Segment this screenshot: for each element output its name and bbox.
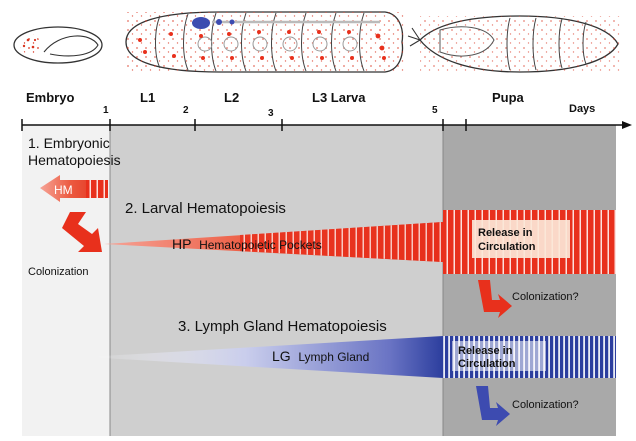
days-label: Days — [569, 103, 595, 115]
stage-l1-label: L1 — [140, 90, 155, 105]
day-tick-1: 1 — [103, 105, 109, 116]
lymph-release-line1: Release in — [458, 345, 513, 357]
hp-full: Hematopoietic Pockets — [199, 238, 322, 252]
lymph-title: 3. Lymph Gland Hematopoiesis — [178, 318, 387, 335]
pupal-panel — [443, 125, 616, 436]
lg-abbrev: LG — [272, 348, 291, 364]
larval-title: 2. Larval Hematopoiesis — [125, 200, 286, 217]
hp-label: HP Hematopoietic Pockets — [172, 236, 322, 252]
embryonic-title-line2: Hematopoiesis — [28, 152, 121, 168]
day-tick-3: 3 — [268, 108, 274, 119]
hp-abbrev: HP — [172, 236, 191, 252]
day-tick-2: 2 — [183, 105, 189, 116]
embryo-panel — [22, 125, 110, 436]
larval-release-line1: Release in — [478, 227, 533, 239]
embryo-illustration — [14, 27, 102, 63]
lg-label: LG Lymph Gland — [272, 348, 369, 364]
larva-illustration — [126, 12, 406, 72]
stage-embryo-label: Embryo — [26, 90, 74, 105]
lg-full: Lymph Gland — [298, 350, 369, 364]
pupa-illustration — [408, 16, 620, 72]
embryonic-title-line1: 1. Embryonic — [28, 135, 110, 151]
larval-release-line2: Circulation — [478, 241, 536, 253]
larval-panel — [110, 125, 443, 436]
day-tick-5: 5 — [432, 105, 438, 116]
embryonic-colonization-label: Colonization — [28, 266, 89, 278]
lymph-colonization-label: Colonization? — [512, 399, 579, 411]
stage-l3-label: L3 Larva — [312, 90, 366, 105]
hm-label: HM — [54, 183, 73, 197]
stage-pupa-label: Pupa — [492, 90, 525, 105]
lymph-release-line2: Circulation — [458, 358, 516, 370]
stage-l2-label: L2 — [224, 90, 239, 105]
larval-colonization-label: Colonization? — [512, 291, 579, 303]
